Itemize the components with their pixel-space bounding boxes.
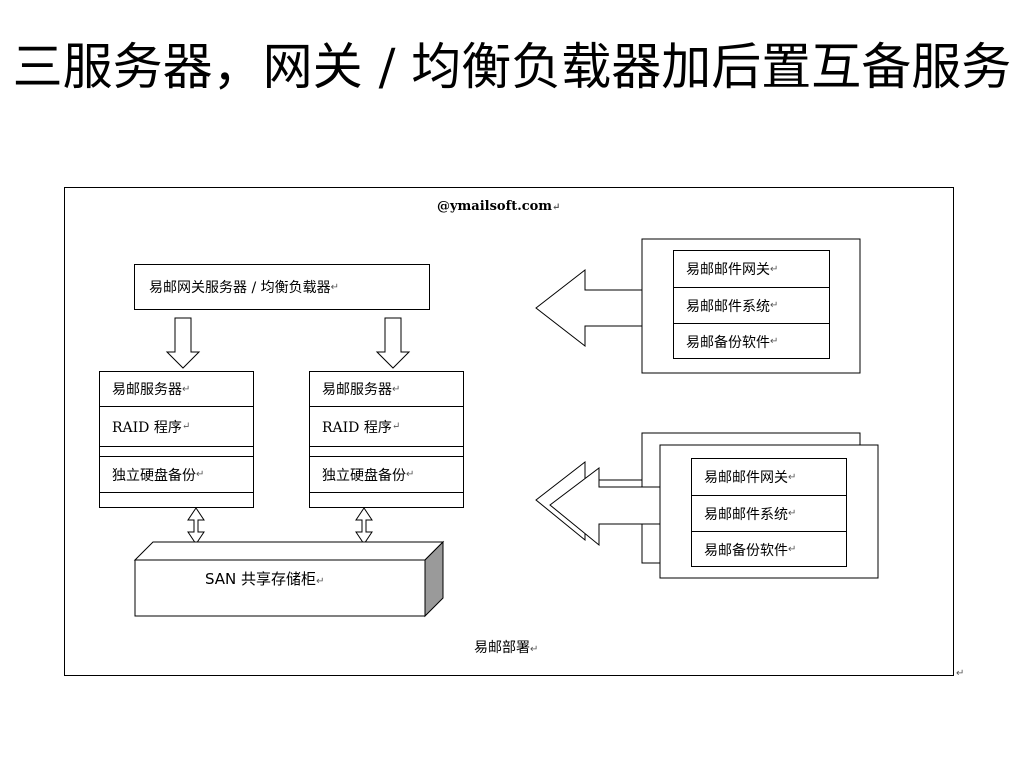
module-label: 易邮邮件系统: [704, 506, 788, 523]
server-name: 易邮服务器: [322, 382, 392, 398]
server-backup-cell: 独立硬盘备份↵: [310, 457, 463, 493]
brand-text: @ymailsoft.com: [437, 199, 553, 214]
module-label: 易邮备份软件: [704, 542, 788, 559]
module-label: 易邮邮件系统: [686, 298, 770, 315]
module-group-top-outer: [641, 238, 861, 374]
down-arrow-right: [375, 317, 411, 369]
return-mark: ↵: [392, 383, 401, 395]
return-mark: ↵: [552, 202, 561, 213]
return-mark: ↵: [788, 471, 797, 483]
server-backup-cell: 独立硬盘备份↵: [100, 457, 253, 493]
san-label: SAN 共享存储柜↵: [205, 568, 324, 589]
down-arrow-left: [165, 317, 201, 369]
module-item: 易邮邮件网关↵: [692, 459, 846, 496]
left-arrow-bottom-2: [549, 466, 661, 547]
gateway-label: 易邮网关服务器 / 均衡负载器: [149, 280, 331, 296]
trailing-return-mark: ↵: [956, 668, 965, 679]
server-raid: RAID 程序: [112, 419, 182, 436]
return-mark: ↵: [770, 300, 779, 311]
module-list-top: 易邮邮件网关↵ 易邮邮件系统↵ 易邮备份软件↵: [673, 250, 830, 359]
server-name: 易邮服务器: [112, 382, 182, 398]
double-arrow-right-shape: [355, 507, 373, 545]
left-arrow-top: [535, 268, 643, 348]
footer-text: 易邮部署: [474, 640, 530, 656]
server-name-cell: 易邮服务器↵: [100, 372, 253, 407]
module-label: 易邮邮件网关: [686, 262, 770, 278]
module-label: 易邮备份软件: [686, 334, 770, 351]
server-box-1: 易邮服务器↵ RAID 程序↵ 独立硬盘备份↵: [99, 371, 254, 508]
san-text: SAN 共享存储柜: [205, 570, 317, 588]
return-mark: ↵: [770, 336, 779, 347]
san-top-face: [133, 541, 445, 561]
server-backup: 独立硬盘备份: [322, 467, 406, 484]
return-mark: ↵: [530, 644, 539, 655]
module-item: 易邮邮件网关↵: [674, 251, 829, 288]
gateway-box: 易邮网关服务器 / 均衡负载器↵: [134, 264, 430, 310]
return-mark: ↵: [330, 281, 340, 293]
server-raid: RAID 程序: [322, 419, 392, 436]
double-arrow-left-shape: [187, 507, 205, 545]
return-mark: ↵: [391, 421, 401, 432]
san-front-face: [134, 559, 426, 617]
module-list-bottom: 易邮邮件网关↵ 易邮邮件系统↵ 易邮备份软件↵: [691, 458, 847, 567]
server-spacer-cell: [310, 447, 463, 457]
return-mark: ↵: [182, 383, 191, 395]
page-title: 三服务器，网关 / 均衡负载器加后置互备服务: [12, 38, 1012, 96]
return-mark: ↵: [406, 469, 415, 480]
server-raid-cell: RAID 程序↵: [310, 407, 463, 447]
return-mark: ↵: [181, 421, 191, 432]
server-raid-cell: RAID 程序↵: [100, 407, 253, 447]
module-item: 易邮邮件系统↵: [692, 496, 846, 532]
module-item: 易邮邮件系统↵: [674, 288, 829, 324]
return-mark: ↵: [770, 263, 779, 275]
return-mark: ↵: [316, 576, 325, 587]
diagram-frame: [64, 187, 954, 676]
brand-label: @ymailsoft.com↵: [437, 199, 560, 214]
footer-label: 易邮部署↵: [474, 637, 538, 657]
server-box-2: 易邮服务器↵ RAID 程序↵ 独立硬盘备份↵: [309, 371, 464, 508]
return-mark: ↵: [196, 469, 205, 480]
module-item: 易邮备份软件↵: [674, 324, 829, 359]
module-item: 易邮备份软件↵: [692, 532, 846, 567]
module-label: 易邮邮件网关: [704, 470, 788, 486]
server-name-cell: 易邮服务器↵: [310, 372, 463, 407]
return-mark: ↵: [788, 508, 797, 519]
server-spacer-cell: [100, 447, 253, 457]
return-mark: ↵: [788, 544, 797, 555]
server-backup: 独立硬盘备份: [112, 467, 196, 484]
